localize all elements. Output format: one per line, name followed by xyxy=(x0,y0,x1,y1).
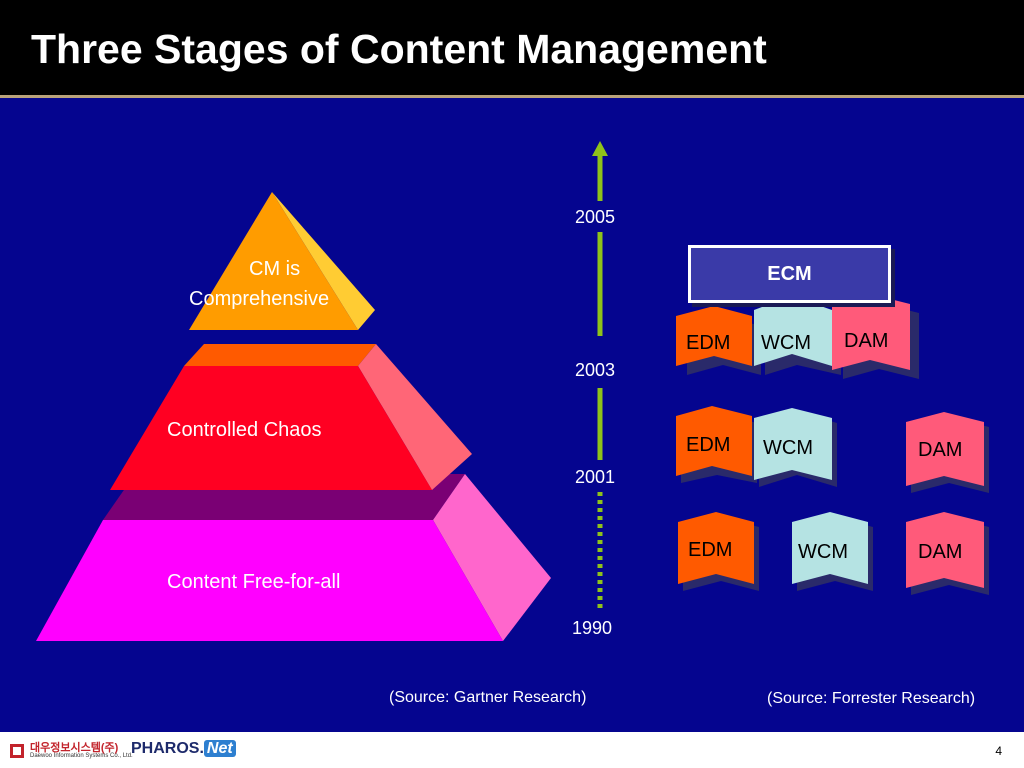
daewoo-logo-korean: 대우정보시스템(주) xyxy=(30,742,119,754)
timeline-year-1990: 1990 xyxy=(572,618,613,638)
pyramid-middle-label: Controlled Chaos xyxy=(167,419,322,441)
ecm-row3-edm-tag xyxy=(678,512,759,591)
ecm-row2-wcm-label: WCM xyxy=(763,437,813,459)
timeline-year-2003: 2003 xyxy=(575,360,616,380)
slide-body: CM is Comprehensive Controlled Chaos Con… xyxy=(0,98,1024,732)
pyramid-top-label-line1: CM is xyxy=(249,258,301,280)
ecm-row2-dam-tag xyxy=(906,412,989,493)
ecm-row2-wcm-tag xyxy=(754,408,837,487)
pharos-logo-text: PHAROS xyxy=(131,740,200,757)
ecm-row1-wcm-tag xyxy=(754,296,841,375)
pyramid-top-label-line2: Comprehensive xyxy=(189,288,330,310)
daewoo-logo: 대우정보시스템(주) Daewoo Information Systems Co… xyxy=(8,738,133,764)
ecm-row2-edm-label: EDM xyxy=(686,434,731,456)
pyramid-bottom-label: Content Free-for-all xyxy=(167,571,341,593)
ecm-row1-wcm-label: WCM xyxy=(761,332,811,354)
timeline-year-2005: 2005 xyxy=(575,207,616,227)
slide-title: Three Stages of Content Management xyxy=(31,26,767,72)
ecm-row3-dam-label: DAM xyxy=(918,541,963,563)
ecm-row1-edm-label: EDM xyxy=(686,332,731,354)
source-forrester: (Source: Forrester Research) xyxy=(767,690,976,707)
ecm-box: ECM xyxy=(688,245,891,303)
ecm-row2-edm-tag xyxy=(676,406,757,483)
pyramid-middle-tier xyxy=(110,344,472,490)
daewoo-logo-english: Daewoo Information Systems Co., Ltd. xyxy=(30,753,133,759)
footer-bar: 대우정보시스템(주) Daewoo Information Systems Co… xyxy=(0,732,1024,768)
daewoo-logo-icon xyxy=(10,744,24,758)
ecm-row1-dam-label: DAM xyxy=(844,330,889,352)
pharos-logo: PHAROS.Net xyxy=(131,740,236,758)
ecm-row3-dam-tag xyxy=(906,512,989,595)
pyramid-top-tier xyxy=(189,192,375,330)
ecm-row1-edm-tag xyxy=(676,306,761,375)
header-bar: Three Stages of Content Management xyxy=(0,0,1024,98)
pyramid-bottom-tier xyxy=(36,474,551,641)
timeline-arrow xyxy=(592,141,608,608)
source-gartner: (Source: Gartner Research) xyxy=(389,689,587,706)
ecm-row3-wcm-label: WCM xyxy=(798,541,848,563)
page-number: 4 xyxy=(995,744,1002,758)
ecm-row2-dam-label: DAM xyxy=(918,439,963,461)
ecm-label: ECM xyxy=(767,262,812,285)
diagram-art xyxy=(36,141,989,641)
timeline-year-2001: 2001 xyxy=(575,467,616,487)
pharos-logo-net: Net xyxy=(203,740,236,757)
ecm-row3-wcm-tag xyxy=(792,512,873,591)
ecm-row3-edm-label: EDM xyxy=(688,539,733,561)
ecm-row1-dam-tag xyxy=(832,294,919,379)
